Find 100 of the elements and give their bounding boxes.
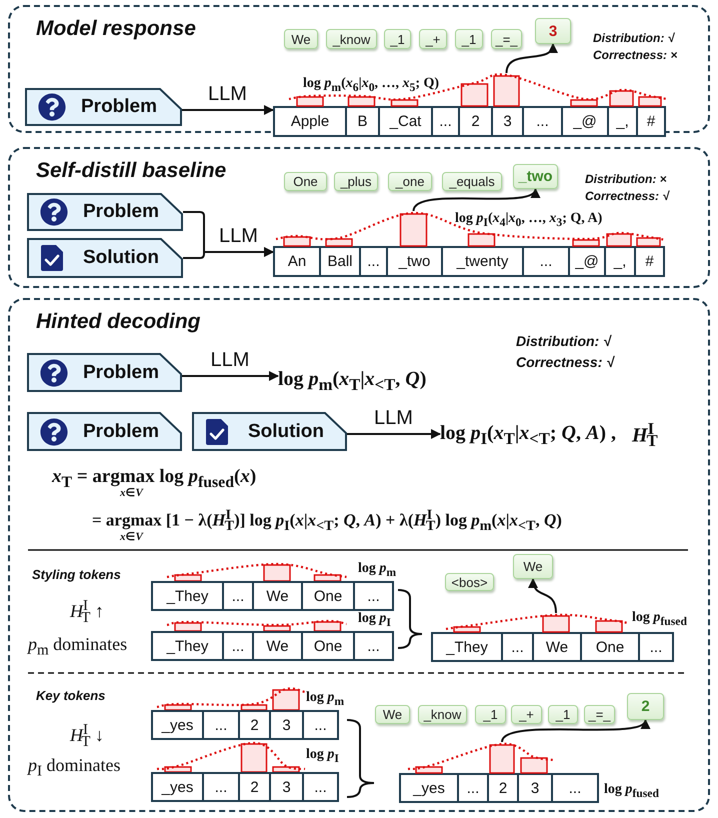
token-cell: ...: [202, 774, 238, 800]
panel-title: Model response: [36, 17, 196, 41]
token-cell: ...: [638, 634, 672, 660]
token-cell: 2: [238, 774, 269, 800]
arrow: [182, 371, 279, 381]
token-chip: _1: [475, 705, 506, 724]
entropy-note: p$_{m}$ dominates: [28, 634, 128, 660]
token-chip: _=_: [491, 29, 522, 49]
token-cell-text: _yes: [160, 716, 194, 736]
input-label: Problem: [83, 362, 160, 384]
token-chip: _1: [455, 29, 483, 49]
token-cell: We: [252, 583, 301, 609]
token-chip: We: [284, 29, 318, 49]
probability-formula: log p$_{I}$(x$_{T}$|x$_{<T}$; Q, A) ,: [440, 422, 616, 448]
input-tag: [27, 353, 182, 392]
token-cell: ...: [431, 108, 458, 135]
probability-formula: log p$_{m}$: [306, 690, 344, 708]
token-cell-text: _yes: [160, 778, 194, 798]
token-cell: ...: [551, 775, 597, 801]
edge-label: LLM: [210, 349, 250, 372]
probability-formula: log p$_{m}$: [358, 561, 396, 579]
probability-formula: log p$_{m}$(x$_{6}$|x$_{0}$, …, x$_{5}$; Q): [303, 76, 440, 94]
token-chip: _=_: [584, 705, 615, 724]
token-strip: [151, 631, 394, 661]
argmax-subscript: x∈V: [120, 530, 143, 543]
token-chip: _know: [326, 29, 377, 49]
probability-formula: log p$_{I}$: [306, 747, 339, 765]
distribution-drawing: [287, 73, 669, 106]
probability-formula: log p$_{fused}$: [632, 610, 687, 628]
token-chip: _two: [513, 164, 558, 189]
token-chip: _1: [548, 705, 578, 724]
token-cell-text: _yes: [412, 778, 446, 798]
token-cell: ...: [353, 583, 392, 609]
token-cell: ...: [522, 108, 561, 135]
input-tag: [192, 412, 347, 451]
edge-label: LLM: [219, 225, 258, 248]
input-label: Solution: [248, 420, 324, 442]
token-cell: ...: [522, 248, 568, 275]
entropy-note: H$^{I}$$_{T}$ ↑: [70, 598, 104, 627]
token-chip: _plus: [334, 172, 378, 191]
token-chip: <bos>: [445, 573, 494, 591]
input-label: Problem: [81, 96, 158, 118]
token-chip: _one: [388, 172, 432, 191]
token-cell-text: _They: [165, 586, 210, 606]
token-strip: [151, 772, 339, 802]
token-cell: ...: [501, 634, 532, 660]
section-heading: Styling tokens: [32, 567, 121, 582]
token-cell-text: Apple: [290, 112, 330, 132]
token-strip: [431, 632, 674, 662]
input-label: Problem: [83, 201, 160, 223]
status-note: Distribution: √: [516, 333, 611, 349]
distribution-drawing: [444, 613, 630, 632]
arrow: [506, 43, 556, 74]
arrow: [183, 247, 274, 259]
token-cell: One: [301, 633, 353, 659]
token-cell-text: An: [286, 252, 308, 272]
token-strip: [399, 773, 599, 803]
token-strip: [151, 581, 394, 611]
entropy-note: p$_{I}$ dominates: [28, 755, 120, 781]
probability-formula: log p$_{I}$(x$_{4}$|x$_{0}$, …, x$_{3}$; Q, A): [455, 211, 602, 229]
arrow: [347, 429, 441, 439]
token-cell: One: [301, 583, 353, 609]
token-chip: _+: [511, 705, 542, 724]
token-chip: 2: [627, 693, 664, 720]
token-chip: 3: [535, 18, 571, 44]
arrow: [528, 578, 557, 614]
token-strip: [151, 710, 339, 740]
panel-title: Hinted decoding: [36, 310, 200, 334]
token-cell: 3: [269, 774, 302, 800]
section-heading: Key tokens: [36, 688, 106, 703]
token-cell: ...: [302, 774, 337, 800]
token-chip: We: [513, 554, 553, 579]
entropy-note: H$^{I}$$_{T}$ ↓: [70, 722, 104, 751]
panel-title: Self-distill baseline: [36, 159, 226, 183]
input-tag: [27, 412, 182, 451]
token-chip: _1: [384, 29, 411, 49]
edge-label: LLM: [208, 83, 247, 106]
input-tag: [25, 88, 182, 126]
status-note: Correctness: ×: [593, 48, 678, 62]
token-chip: _know: [418, 705, 467, 724]
token-chip: One: [284, 172, 327, 191]
probability-formula: log p$_{I}$: [358, 611, 391, 629]
token-strip: [273, 246, 665, 277]
token-cell: 3: [269, 712, 302, 738]
token-cell: ...: [302, 712, 337, 738]
token-cell: ...: [222, 583, 252, 609]
input-tag: [27, 238, 183, 278]
token-chip: _equals: [442, 172, 502, 191]
arrow: [182, 105, 274, 115]
dashed-panel: [8, 298, 710, 812]
dashed-panel: [8, 147, 710, 288]
token-cell: We: [252, 633, 301, 659]
token-cell-text: _They: [165, 636, 210, 656]
token-strip: [273, 106, 666, 137]
token-chip: We: [375, 705, 410, 724]
probability-formula: log p$_{m}$(x$_{T}$|x$_{<T}$, Q): [278, 364, 426, 394]
token-cell-text: _They: [444, 638, 489, 658]
status-note: Distribution: ×: [585, 172, 667, 186]
probability-formula: log p$_{fused}$: [604, 782, 659, 800]
token-cell: ...: [202, 712, 238, 738]
